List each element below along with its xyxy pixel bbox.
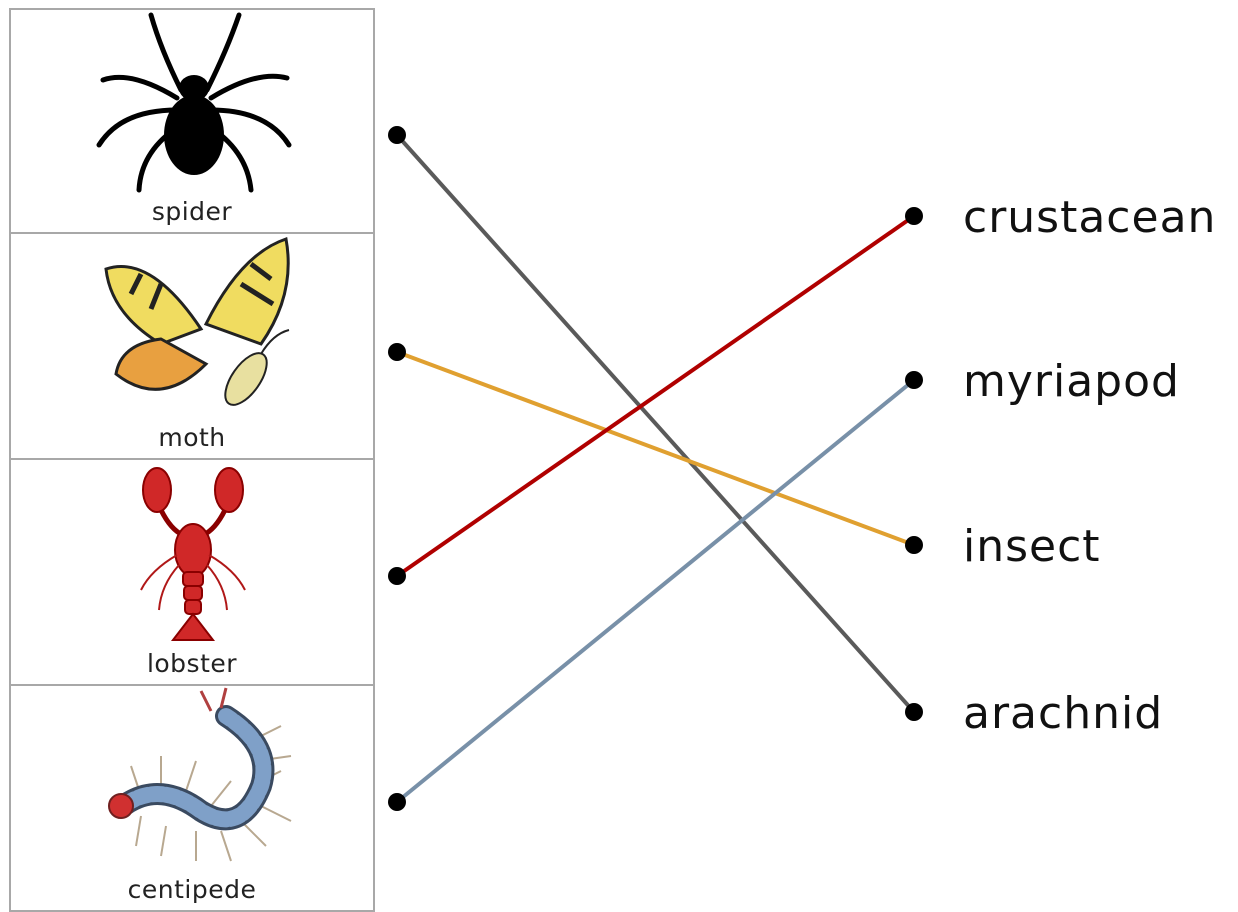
animal-card-spider[interactable]: spider [9,8,375,234]
animal-card-moth[interactable]: moth [9,234,375,460]
connection-line-lobster-crustacean [395,214,916,578]
centipede-icon [11,686,373,870]
animal-card-lobster[interactable]: lobster [9,460,375,686]
category-label-insect: insect [963,521,1101,572]
connection-line-spider-arachnid [395,133,916,714]
right-dot-arachnid[interactable] [905,703,923,721]
animal-label-lobster: lobster [146,649,238,678]
left-dot-centipede[interactable] [388,793,406,811]
animal-label-spider: spider [151,197,233,226]
left-dot-spider[interactable] [388,126,406,144]
category-label-arachnid: arachnid [963,688,1164,739]
right-dot-crustacean[interactable] [905,207,923,225]
animal-label-moth: moth [158,423,226,452]
connection-line-centipede-myriapod [395,378,916,804]
category-label-myriapod: myriapod [963,356,1180,407]
right-dot-myriapod[interactable] [905,371,923,389]
animal-label-centipede: centipede [127,875,257,904]
connection-line-moth-insect [396,350,915,547]
right-dot-insect[interactable] [905,536,923,554]
category-label-crustacean: crustacean [963,192,1217,243]
butterfly-icon [11,234,373,418]
left-dot-lobster[interactable] [388,567,406,585]
left-dot-moth[interactable] [388,343,406,361]
spider-icon [11,10,373,193]
animal-card-centipede[interactable]: centipede [9,686,375,912]
lobster-icon [11,460,373,644]
